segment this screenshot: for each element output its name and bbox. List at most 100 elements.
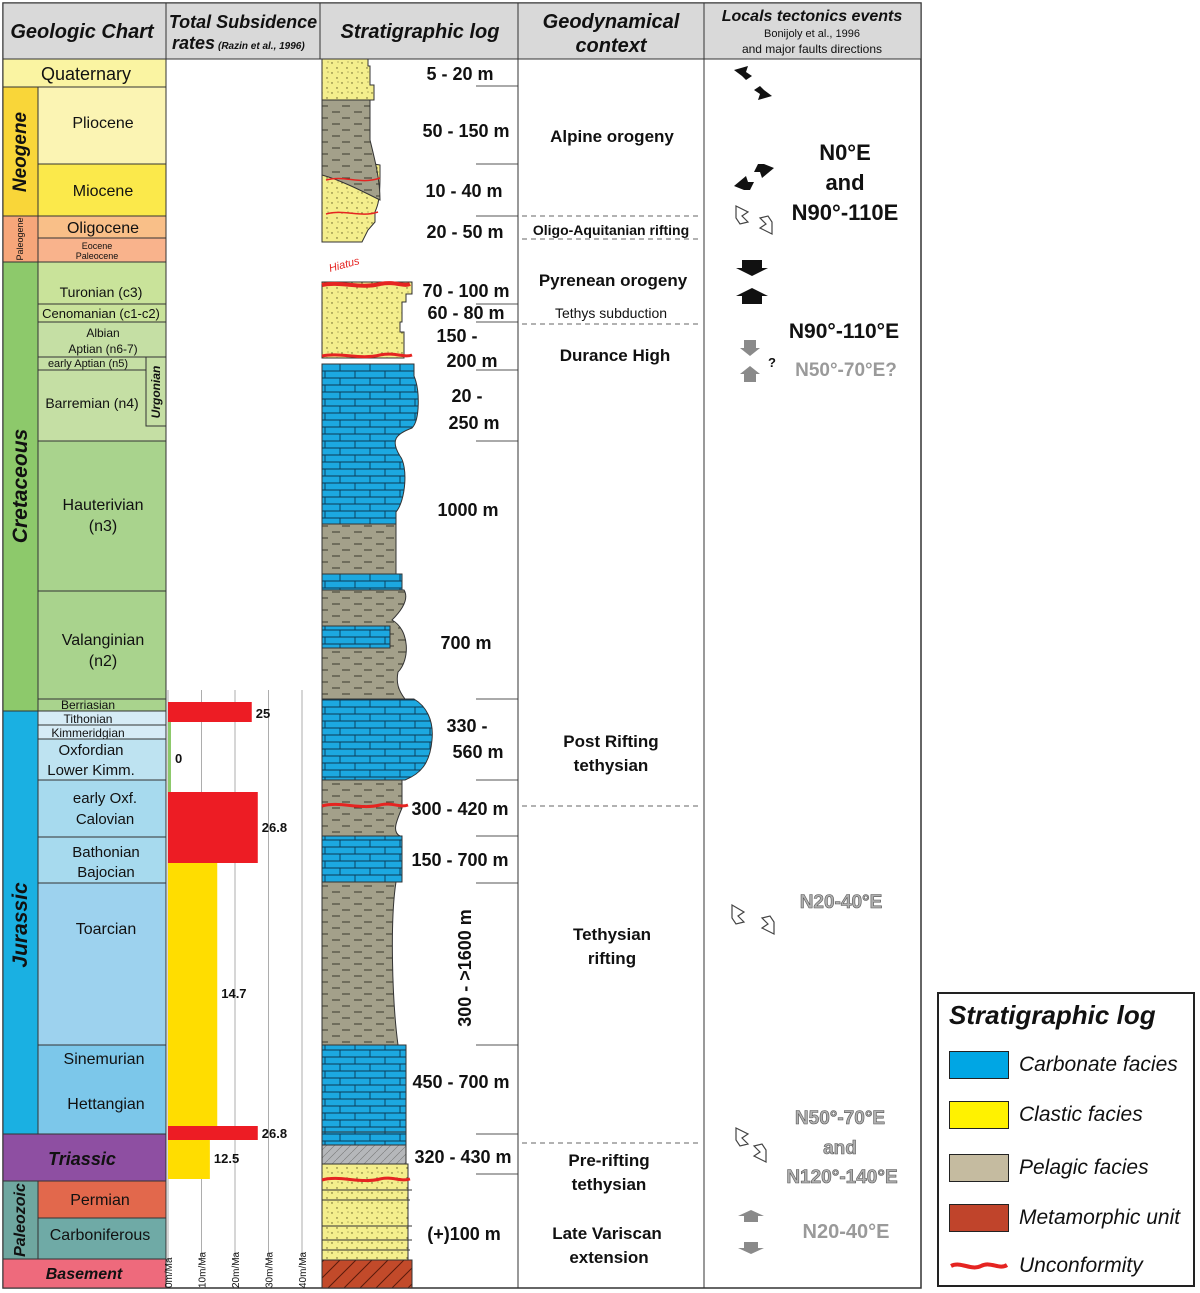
stage-basement-bg bbox=[2, 1258, 167, 1289]
subsidence-bar bbox=[168, 863, 218, 1126]
subsidence-value-label: 26.8 bbox=[262, 820, 287, 835]
legend-item-unconformity: Unconformity bbox=[949, 1250, 1143, 1282]
tect-n50-70e: N50°-70°E bbox=[795, 1108, 885, 1129]
thick-albian-b: 200 m bbox=[446, 351, 497, 371]
tect-and-2: and bbox=[823, 1138, 857, 1159]
stage-calovian-bg bbox=[37, 779, 167, 838]
stage-carboniferous-bg bbox=[37, 1217, 167, 1260]
legend-item-pelagic: Pelagic facies bbox=[949, 1152, 1149, 1184]
stage-sinemurian-hettangian-bg bbox=[37, 1044, 167, 1135]
urgonian-label: Urgonian bbox=[149, 366, 163, 419]
thick-turonian: 70 - 100 m bbox=[422, 281, 509, 301]
subsidence-value-label: 0 bbox=[175, 751, 182, 766]
era-cretaceous-bg bbox=[2, 261, 39, 712]
subsidence-bar bbox=[168, 792, 258, 863]
subsidence-bar bbox=[168, 702, 252, 722]
stage-valanginian: Valanginian bbox=[62, 632, 144, 649]
stage-aptian: Aptian (n6-7) bbox=[68, 342, 137, 356]
stage-eocene: Eocene bbox=[82, 241, 113, 251]
legend: Stratigraphic log Carbonate facies Clast… bbox=[937, 992, 1195, 1287]
hiatus-label: Hiatus bbox=[328, 255, 362, 275]
log-valanginian-limestone bbox=[321, 625, 391, 649]
log-cretaceous-clastics bbox=[321, 281, 413, 359]
legend-label-metamorphic: Metamorphic unit bbox=[1019, 1206, 1181, 1229]
log-triassic-evaporites bbox=[321, 1144, 407, 1165]
era-cretaceous-label: Cretaceous bbox=[9, 429, 32, 543]
header-subsidence-bg bbox=[165, 2, 321, 60]
geodyn-durance: Durance High bbox=[560, 346, 671, 365]
legend-item-clastic: Clastic facies bbox=[949, 1099, 1143, 1131]
stage-quaternary: Quaternary bbox=[41, 64, 131, 84]
geodyn-frame bbox=[517, 58, 705, 1289]
tect-n90-110-deg-e: N90°-110°E bbox=[789, 320, 899, 343]
log-urgonian-carbonate bbox=[321, 363, 419, 525]
log-hauterivian-marls bbox=[321, 523, 397, 575]
stage-miocene-bg bbox=[37, 163, 167, 217]
log-basement-metamorphic bbox=[321, 1259, 413, 1289]
log-liassic-carbonate bbox=[321, 1044, 407, 1133]
stage-lower-kimm: Lower Kimm. bbox=[47, 762, 135, 779]
era-paleogene-label: Paleogene bbox=[15, 217, 25, 260]
thick-albian-a: 150 - bbox=[436, 326, 477, 346]
unconformity-line-icon bbox=[950, 1262, 1009, 1270]
stage-triassic-bg bbox=[2, 1133, 167, 1182]
era-jurassic-bg bbox=[2, 710, 39, 1135]
tectonics-column: N0°E and N90°-110E N90°-110°E ? N50°-70°… bbox=[703, 58, 922, 1289]
stage-hauterivian-code: (n3) bbox=[89, 518, 117, 535]
legend-swatch-metamorphic bbox=[949, 1204, 1009, 1232]
header-tectonics: Locals tectonics events bbox=[722, 8, 903, 25]
era-column: Neogene Paleogene Cretaceous Jurassic Pa… bbox=[2, 58, 167, 1260]
legend-swatch-pelagic bbox=[949, 1154, 1009, 1182]
legend-swatch-clastic bbox=[949, 1101, 1009, 1129]
tect-n120-140e: N120°-140°E bbox=[786, 1167, 897, 1188]
thick-barremian-b: 250 m bbox=[448, 413, 499, 433]
stage-early-aptian: early Aptian (n5) bbox=[48, 358, 128, 370]
unconformity-miocene bbox=[325, 177, 381, 182]
stage-hauterivian: Hauterivian bbox=[63, 497, 144, 514]
strat-log: Hiatus bbox=[321, 58, 433, 1289]
stage-hauterivian-bg bbox=[37, 440, 167, 592]
subsidence-tick-label: 40m/Ma bbox=[298, 1251, 309, 1288]
stage-berriasian: Berriasian bbox=[61, 698, 115, 712]
legend-label-carbonate: Carbonate facies bbox=[1019, 1053, 1178, 1076]
tect-n0e: N0°E bbox=[819, 140, 871, 165]
stage-bathonian-bg bbox=[37, 836, 167, 884]
subsidence-tick-label: 0m/Ma bbox=[164, 1257, 175, 1288]
stage-barremian: Barremian (n4) bbox=[45, 395, 138, 411]
stage-calovian: Calovian bbox=[76, 811, 134, 828]
thick-valanginian: 700 m bbox=[440, 633, 491, 653]
header-geodyn-context: context bbox=[575, 35, 647, 57]
tect-n20-40e-jurassic: N20-40°E bbox=[800, 892, 883, 913]
header-subsidence-ref: (Razin et al., 1996) bbox=[218, 41, 305, 52]
tect-n20-40e-variscan: N20-40°E bbox=[803, 1221, 890, 1243]
subsidence-value-label: 26.8 bbox=[262, 1126, 287, 1141]
stage-toarcian-bg bbox=[37, 882, 167, 1046]
stage-toarcian: Toarcian bbox=[76, 921, 136, 938]
subsidence-tick-label: 10m/Ma bbox=[198, 1251, 209, 1288]
geodyn-oligo-aquitanian: Oligo-Aquitanian rifting bbox=[533, 222, 689, 238]
legend-title: Stratigraphic log bbox=[949, 1000, 1156, 1030]
legend-label-unconformity: Unconformity bbox=[1019, 1254, 1143, 1277]
log-hauterivian-limestone bbox=[321, 573, 403, 591]
tectonics-frame bbox=[703, 58, 922, 1289]
stage-sinemurian: Sinemurian bbox=[64, 1051, 145, 1068]
log-tithonian-carbonate bbox=[321, 698, 433, 781]
legend-swatch-unconformity bbox=[949, 1252, 1009, 1280]
stage-bathonian: Bathonian bbox=[72, 844, 140, 861]
geodyn-alpine: Alpine orogeny bbox=[550, 127, 674, 146]
thick-quaternary: 5 - 20 m bbox=[426, 64, 493, 84]
stage-miocene: Miocene bbox=[73, 183, 134, 200]
header-subsidence-rates: rates bbox=[172, 33, 215, 53]
stage-permian: Permian bbox=[70, 1192, 130, 1209]
subsidence-tick-label: 20m/Ma bbox=[231, 1251, 242, 1288]
stage-turonian: Turonian (c3) bbox=[60, 284, 143, 300]
unconformity-cretaceous bbox=[321, 281, 411, 288]
thick-tithonian-a: 330 - bbox=[446, 716, 487, 736]
era-neogene-label: Neogene bbox=[10, 111, 31, 192]
era-quaternary-bg bbox=[2, 58, 167, 88]
stage-barremian-bg bbox=[37, 369, 167, 442]
stage-turonian-bg bbox=[37, 261, 167, 305]
thick-triassic: 320 - 430 m bbox=[414, 1147, 511, 1167]
geodyn-rifting: rifting bbox=[588, 949, 636, 968]
